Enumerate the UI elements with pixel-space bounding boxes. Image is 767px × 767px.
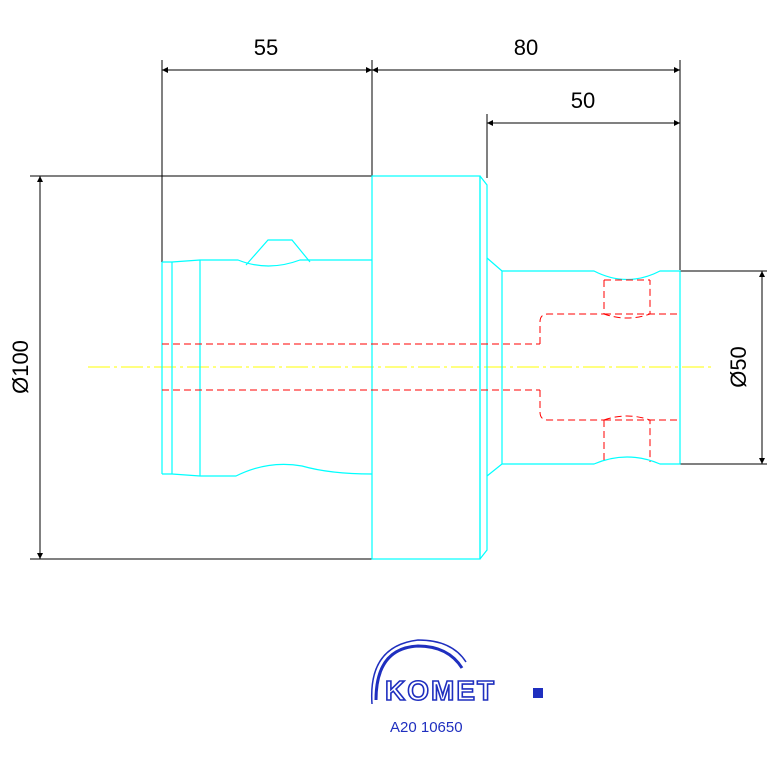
left-shank-bottom-profile xyxy=(171,463,373,477)
dimension-lines xyxy=(30,60,767,560)
komet-logo: KOMET xyxy=(370,639,543,707)
part-number: A20 10650 xyxy=(390,719,463,736)
dimension-text-80: 80 xyxy=(514,35,538,60)
right-shank-profile xyxy=(486,257,681,477)
komet-logo-dot xyxy=(533,688,543,698)
dimension-text-50: 50 xyxy=(571,88,595,113)
hidden-lines xyxy=(162,279,680,462)
hidden-bore-step-bottom xyxy=(539,390,604,421)
komet-logo-arc xyxy=(374,644,464,701)
left-shank-top-profile xyxy=(171,259,372,267)
collar-chamfer xyxy=(479,175,488,560)
part-outline xyxy=(161,175,681,560)
hidden-cross-hole-bottom xyxy=(603,415,651,462)
hidden-cross-hole-top xyxy=(603,279,651,319)
dimension-text-dia100: Ø100 xyxy=(8,340,33,394)
dimension-text-dia50: Ø50 xyxy=(726,346,751,388)
left-shank-notch xyxy=(245,239,311,266)
komet-logo-text: KOMET xyxy=(385,675,496,706)
dimension-text-55: 55 xyxy=(254,35,278,60)
hidden-bore-step-top xyxy=(539,313,604,344)
